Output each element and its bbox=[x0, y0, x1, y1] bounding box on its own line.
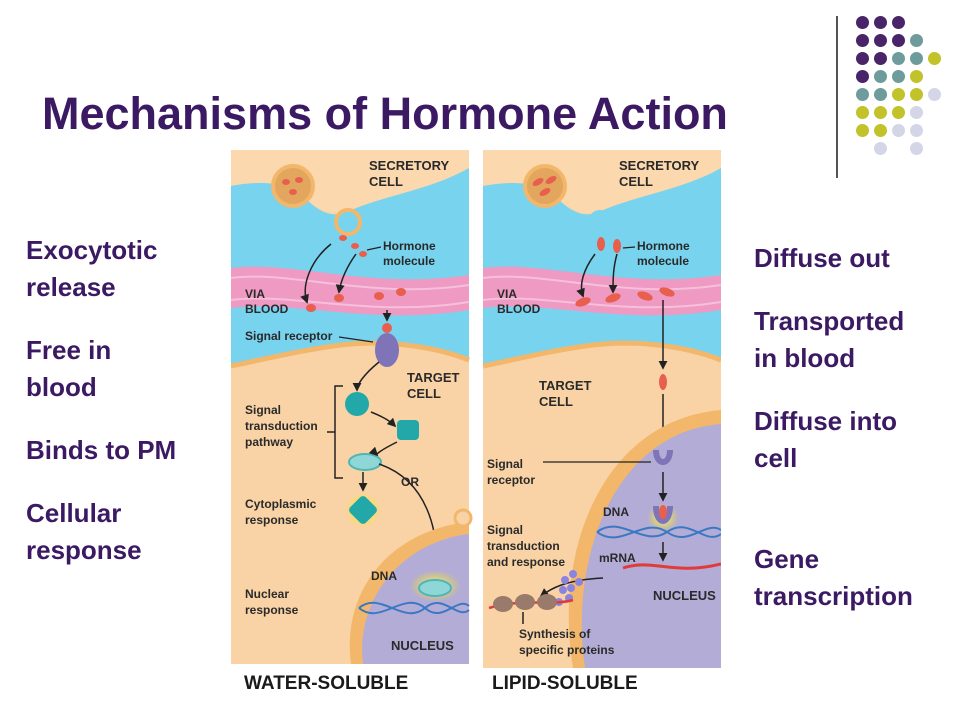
left-notes: Exocytotic release Free in blood Binds t… bbox=[26, 232, 176, 569]
dot bbox=[910, 124, 923, 137]
dot bbox=[874, 34, 887, 47]
note-line: release bbox=[26, 272, 116, 302]
dot bbox=[874, 52, 887, 65]
note-line: Cellular bbox=[26, 498, 122, 528]
label-or: OR bbox=[401, 475, 419, 489]
note-line: Diffuse out bbox=[754, 243, 890, 273]
dot bbox=[856, 70, 869, 83]
note-line: Diffuse into bbox=[754, 406, 897, 436]
dot bbox=[874, 142, 887, 155]
dot bbox=[910, 106, 923, 119]
note-line: in blood bbox=[754, 343, 856, 373]
title-divider-line bbox=[836, 16, 838, 178]
dot bbox=[928, 52, 941, 65]
dot bbox=[892, 124, 905, 137]
dot bbox=[892, 106, 905, 119]
dot bbox=[874, 106, 887, 119]
note-line: transcription bbox=[754, 581, 913, 611]
label-water-soluble: WATER-SOLUBLE bbox=[244, 673, 409, 694]
slide-title: Mechanisms of Hormone Action bbox=[42, 88, 728, 139]
label-nucleus: NUCLEUS bbox=[653, 588, 716, 603]
note-line: Gene bbox=[754, 544, 820, 574]
dot bbox=[874, 88, 887, 101]
dot bbox=[910, 142, 923, 155]
dot bbox=[892, 70, 905, 83]
dot bbox=[910, 70, 923, 83]
dot bbox=[892, 52, 905, 65]
note-line: Exocytotic bbox=[26, 235, 158, 265]
dot bbox=[874, 16, 887, 29]
label-dna: DNA bbox=[371, 569, 397, 583]
dot bbox=[856, 52, 869, 65]
note-line: response bbox=[26, 535, 142, 565]
dot bbox=[874, 124, 887, 137]
dot bbox=[910, 34, 923, 47]
dot bbox=[856, 106, 869, 119]
dot bbox=[892, 34, 905, 47]
dot bbox=[892, 16, 905, 29]
dot bbox=[910, 88, 923, 101]
dot bbox=[856, 124, 869, 137]
dot bbox=[856, 88, 869, 101]
decorative-dot-grid bbox=[0, 0, 960, 180]
label-signal-receptor: Signal receptor bbox=[245, 329, 333, 343]
dot bbox=[856, 16, 869, 29]
dot bbox=[910, 52, 923, 65]
dot bbox=[928, 88, 941, 101]
label-lipid-soluble: LIPID-SOLUBLE bbox=[492, 673, 638, 694]
dot bbox=[874, 70, 887, 83]
label-nucleus: NUCLEUS bbox=[391, 638, 454, 653]
note-line: cell bbox=[754, 443, 798, 473]
dot bbox=[892, 88, 905, 101]
label-mrna: mRNA bbox=[599, 551, 636, 565]
note-line: Binds to PM bbox=[26, 435, 177, 465]
right-notes: Diffuse out Transported in blood Diffuse… bbox=[754, 240, 913, 615]
dot bbox=[856, 34, 869, 47]
note-line: Free in bbox=[26, 335, 112, 365]
note-line: Transported bbox=[754, 306, 905, 336]
label-dna: DNA bbox=[603, 505, 629, 519]
note-line: blood bbox=[26, 372, 97, 402]
